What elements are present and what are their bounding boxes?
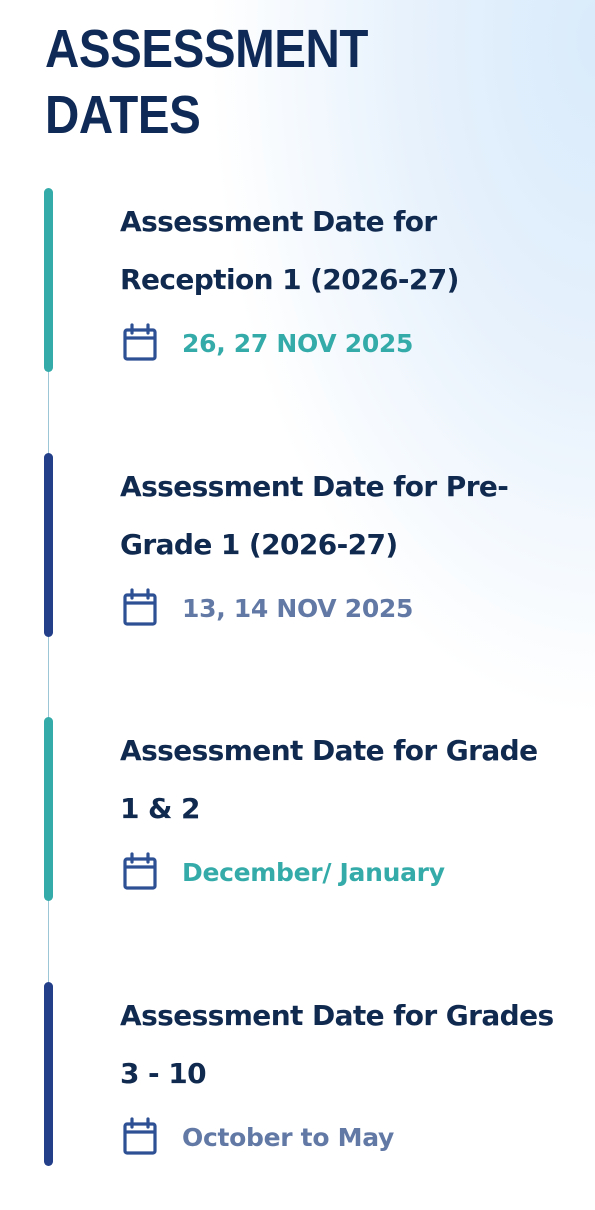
timeline-item-date-row: 13, 14 NOV 2025 (120, 588, 413, 628)
timeline-item-date-row: December/ January (120, 852, 445, 892)
timeline-item-date: 26, 27 NOV 2025 (182, 328, 414, 358)
timeline-marker (44, 453, 53, 637)
calendar-icon (120, 1117, 162, 1157)
calendar-icon (120, 323, 162, 363)
page-title: ASSESSMENT DATES (45, 16, 368, 148)
calendar-icon (120, 852, 162, 892)
timeline-item-date-row: October to May (120, 1117, 394, 1157)
page-title-line-2: DATES (45, 85, 201, 145)
timeline-marker (44, 982, 53, 1166)
timeline-item-title: Assessment Date for Grades 3 - 10 (120, 999, 554, 1090)
timeline-marker (44, 717, 53, 901)
timeline-item-date: October to May (182, 1122, 394, 1152)
page-title-line-1: ASSESSMENT (45, 19, 369, 79)
timeline-item-title: Assessment Date for Reception 1 (2026-27… (120, 205, 459, 296)
calendar-icon (120, 588, 162, 628)
timeline-marker (44, 188, 53, 372)
timeline-item-title: Assessment Date for Pre-Grade 1 (2026-27… (120, 470, 509, 561)
timeline-line (48, 190, 49, 1165)
timeline-item-date: December/ January (182, 857, 445, 887)
timeline-item-date-row: 26, 27 NOV 2025 (120, 323, 413, 363)
timeline-item-date: 13, 14 NOV 2025 (182, 593, 414, 623)
timeline-item-title: Assessment Date for Grade 1 & 2 (120, 734, 538, 825)
